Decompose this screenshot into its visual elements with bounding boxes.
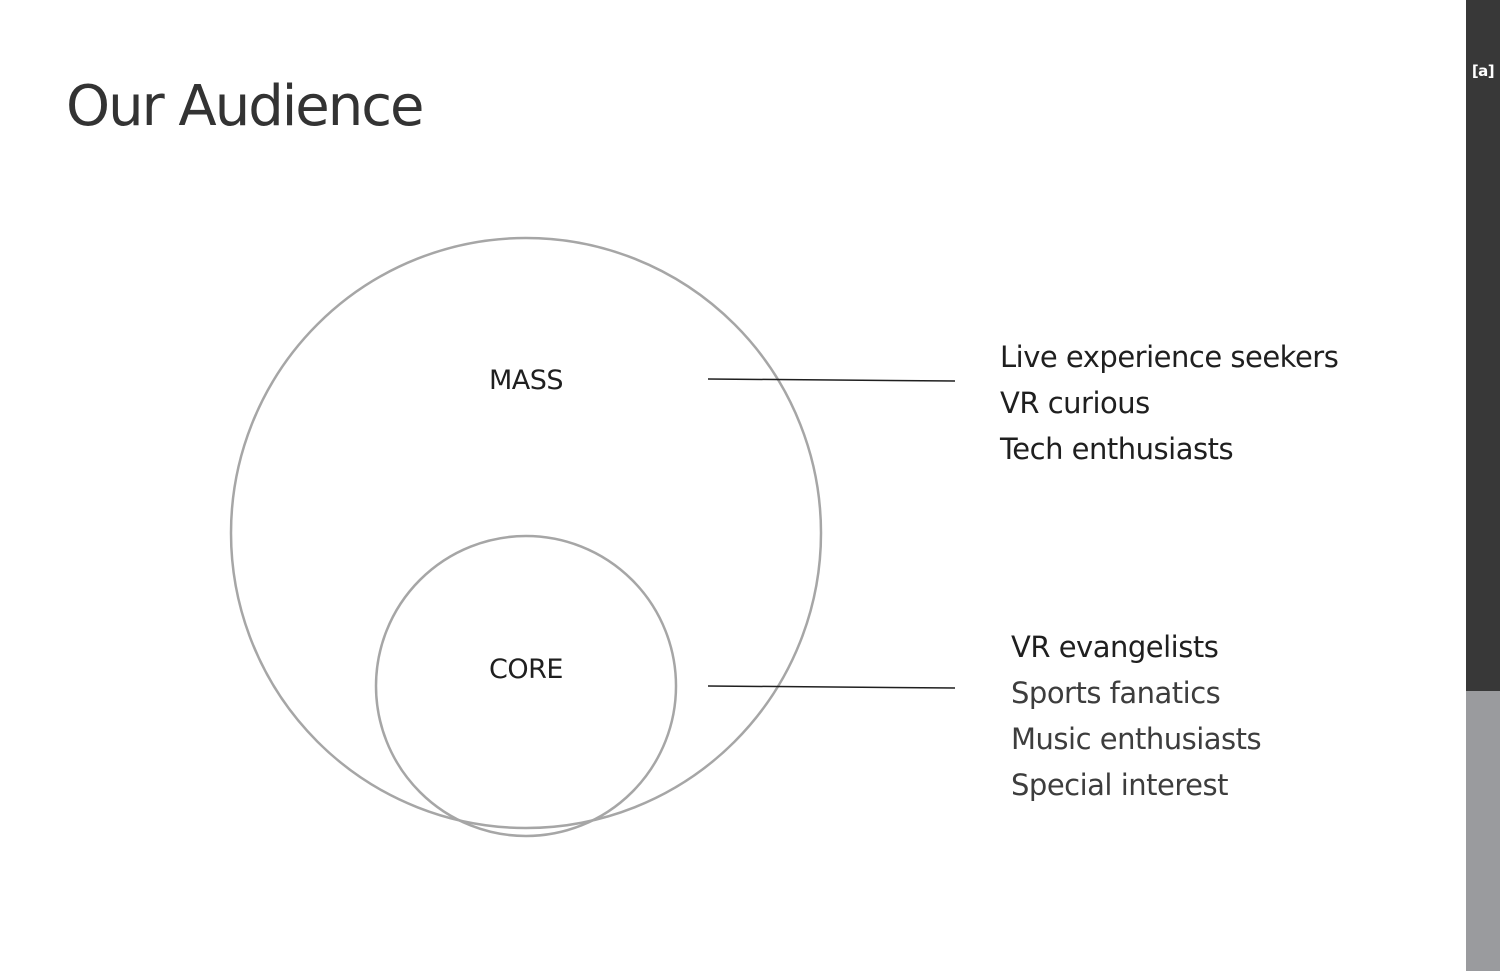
list-item: Special interest bbox=[1011, 768, 1228, 802]
list-item: VR evangelists bbox=[1011, 630, 1219, 664]
mass-circle bbox=[229, 236, 823, 830]
mass-audience-list: Live experience seekers VR curious Tech … bbox=[1000, 334, 1339, 472]
slide-title: Our Audience bbox=[66, 74, 424, 139]
core-audience-list: VR evangelists Sports fanatics Music ent… bbox=[1011, 624, 1262, 808]
brand-logo: [a] bbox=[1471, 62, 1495, 80]
sidebar-dark-segment bbox=[1466, 0, 1500, 691]
list-item: Live experience seekers bbox=[1000, 340, 1339, 374]
brand-sidebar: [a] bbox=[1466, 0, 1500, 971]
core-connector-line bbox=[707, 685, 956, 689]
core-label: CORE bbox=[489, 654, 563, 685]
list-item: Tech enthusiasts bbox=[1000, 432, 1234, 466]
list-item: VR curious bbox=[1000, 386, 1150, 420]
mass-label: MASS bbox=[488, 365, 564, 396]
mass-connector-line bbox=[707, 378, 956, 382]
core-circle bbox=[374, 534, 678, 838]
list-item: Sports fanatics bbox=[1011, 676, 1221, 710]
audience-venn-diagram bbox=[229, 236, 956, 838]
sidebar-grey-segment bbox=[1466, 691, 1500, 971]
list-item: Music enthusiasts bbox=[1011, 722, 1262, 756]
